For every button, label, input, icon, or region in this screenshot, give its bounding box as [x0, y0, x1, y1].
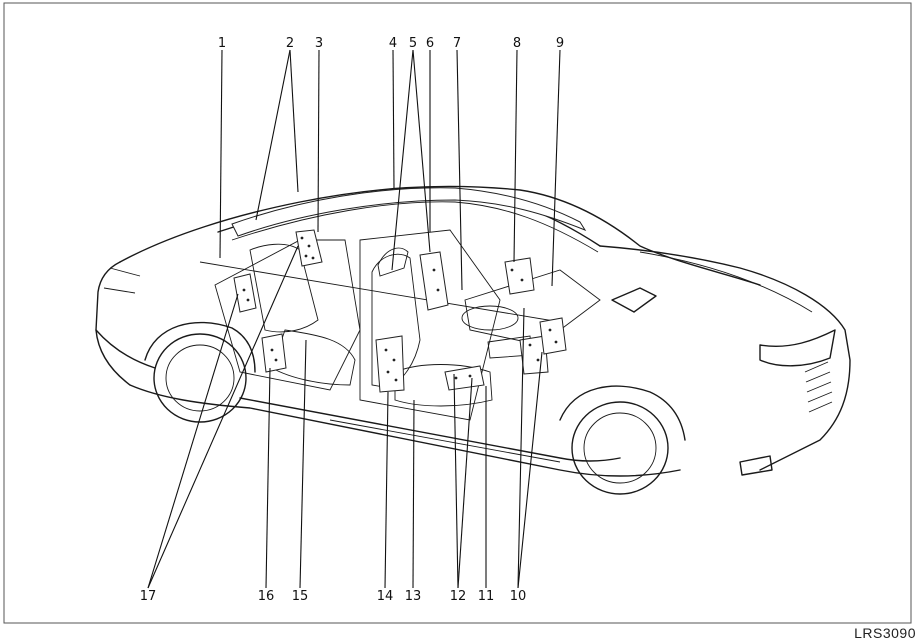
- leader-lines: [147, 49, 561, 589]
- callout-17: 17: [140, 589, 157, 604]
- passenger-airbag: [504, 257, 535, 295]
- sensor-dots: [242, 236, 558, 382]
- callout-9: 9: [556, 36, 564, 51]
- driver-side-airbag: [419, 251, 449, 311]
- front-wheel: [571, 401, 669, 495]
- callout-4: 4: [389, 36, 397, 51]
- callout-3: 3: [315, 36, 323, 51]
- curtain-airbag: [231, 187, 587, 237]
- callout-15: 15: [292, 589, 309, 604]
- callout-5: 5: [409, 36, 417, 51]
- callout-11: 11: [478, 589, 495, 604]
- front-seat-airbag: [375, 335, 405, 393]
- rear-side-airbag: [295, 229, 323, 267]
- callout-2: 2: [286, 36, 294, 51]
- callout-labels: 1 2 3 4 5 6 7 8 9 10 11 12 13 14 15 16 1…: [140, 36, 564, 604]
- car-trunk: [95, 261, 131, 386]
- passenger-knee-airbag: [539, 317, 567, 355]
- rear-seat: [249, 243, 319, 333]
- callout-16: 16: [258, 589, 275, 604]
- callout-13: 13: [405, 589, 422, 604]
- car-side: [129, 384, 681, 477]
- steering-wheel: [461, 305, 519, 331]
- car-roof: [119, 185, 761, 286]
- callout-12: 12: [450, 589, 467, 604]
- figure-code: LRS3090: [854, 625, 916, 641]
- callout-1: 1: [218, 36, 226, 51]
- callout-14: 14: [377, 589, 394, 604]
- callout-10: 10: [510, 589, 527, 604]
- rear-wheel: [153, 333, 247, 423]
- car-hood: [599, 245, 851, 471]
- callout-6: 6: [426, 36, 434, 51]
- frame-border: [3, 2, 912, 624]
- car-illustration: [95, 185, 851, 495]
- callout-7: 7: [453, 36, 461, 51]
- callout-8: 8: [513, 36, 521, 51]
